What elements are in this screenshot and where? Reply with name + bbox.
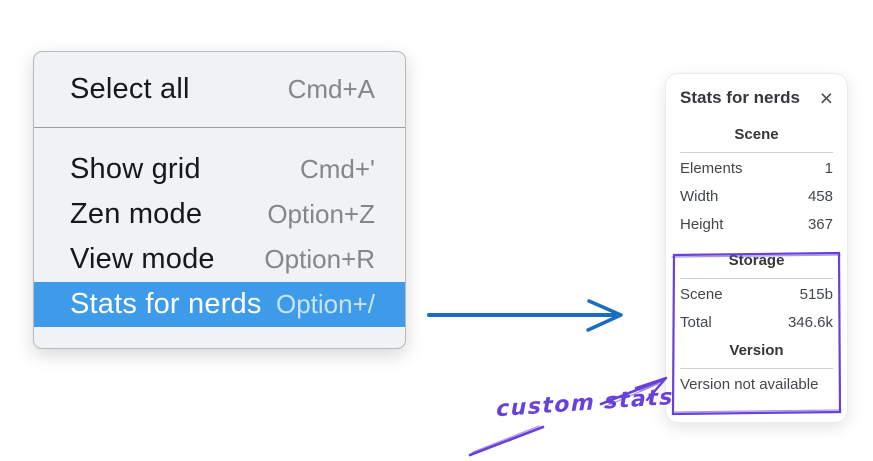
- stats-section-storage: Storage Scene 515b Total 346.6k: [680, 252, 833, 337]
- stats-section-scene: Scene Elements 1 Width 458 Height 367: [680, 126, 833, 239]
- menu-item-stats-for-nerds[interactable]: Stats for nerds Option+/: [34, 282, 405, 327]
- stat-label: Total: [680, 314, 712, 331]
- menu-item-show-grid[interactable]: Show grid Cmd+': [34, 147, 405, 192]
- menu-item-view-mode[interactable]: View mode Option+R: [34, 237, 405, 282]
- menu-item-shortcut: Cmd+A: [287, 74, 375, 104]
- section-divider: [680, 278, 833, 279]
- menu-item-shortcut: Option+Z: [267, 199, 375, 229]
- stats-panel: Stats for nerds × Scene Elements 1 Width…: [665, 73, 848, 423]
- stat-row-elements: Elements 1: [680, 155, 833, 183]
- menu-item-label: Select all: [70, 73, 190, 105]
- context-menu: Select all Cmd+A Show grid Cmd+' Zen mod…: [33, 51, 406, 349]
- menu-item-label: Zen mode: [70, 198, 203, 230]
- close-icon[interactable]: ×: [819, 85, 833, 111]
- menu-item-shortcut: Option+R: [264, 244, 375, 274]
- menu-group: Show grid Cmd+' Zen mode Option+Z View m…: [34, 128, 405, 327]
- menu-item-label: Show grid: [70, 153, 201, 185]
- section-heading: Scene: [734, 126, 779, 143]
- stats-section-version: Version Version not available: [680, 342, 833, 398]
- stat-label: Height: [680, 216, 724, 233]
- menu-item-label: Stats for nerds: [70, 288, 262, 320]
- menu-item-select-all[interactable]: Select all Cmd+A: [34, 52, 405, 127]
- custom-stats-label: custom stats: [496, 384, 674, 423]
- stats-panel-title: Stats for nerds: [680, 88, 800, 107]
- stat-value: 346.6k: [787, 314, 833, 331]
- stat-value: 515b: [799, 286, 833, 303]
- stat-value: 458: [807, 188, 833, 205]
- section-heading: Storage: [728, 252, 785, 269]
- menu-item-label: View mode: [70, 243, 215, 275]
- stat-value: 367: [807, 216, 833, 233]
- version-note: Version not available: [680, 376, 819, 393]
- stat-row-height: Height 367: [680, 211, 833, 239]
- menu-divider: [34, 127, 405, 128]
- stat-row-scene-size: Scene 515b: [680, 281, 833, 309]
- stat-row-total-size: Total 346.6k: [680, 309, 833, 337]
- menu-item-shortcut: Cmd+': [299, 154, 375, 184]
- stats-panel-header: Stats for nerds ×: [680, 85, 833, 111]
- blue-arrow: [427, 299, 623, 332]
- stat-label: Scene: [680, 286, 723, 303]
- menu-item-zen-mode[interactable]: Zen mode Option+Z: [34, 192, 405, 237]
- stat-label: Width: [680, 188, 719, 205]
- section-heading: Version: [729, 342, 784, 359]
- menu-item-shortcut: Option+/: [275, 289, 375, 319]
- stat-row-width: Width 458: [680, 183, 833, 211]
- stat-value: 1: [824, 160, 833, 177]
- section-divider: [680, 368, 833, 369]
- section-divider: [680, 152, 833, 153]
- stat-label: Elements: [680, 160, 743, 177]
